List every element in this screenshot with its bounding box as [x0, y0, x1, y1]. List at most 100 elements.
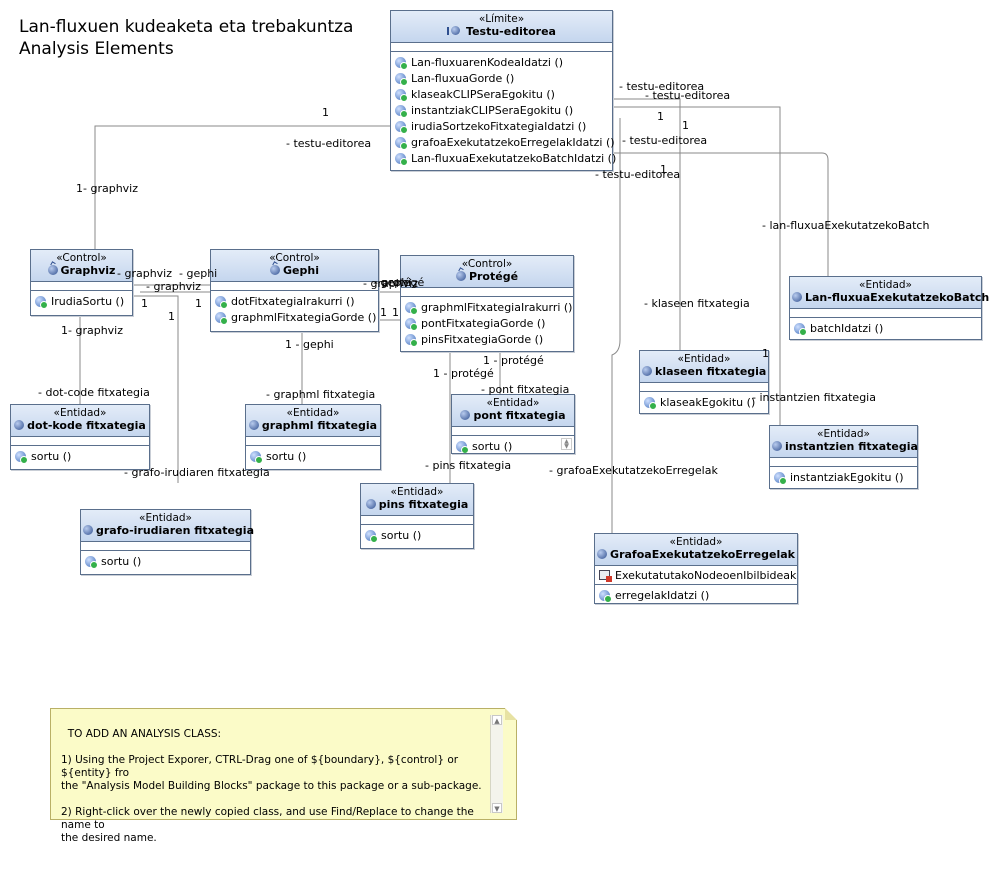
class-header: «Control» Protégé	[401, 256, 573, 288]
class-name: Protégé	[403, 270, 571, 284]
role-label: - grafo-irudiaren fitxategia	[124, 466, 270, 479]
operation[interactable]: sortu ()	[365, 527, 469, 543]
multiplicity-label: 1	[660, 163, 667, 176]
class-name: graphml fitxategia	[248, 419, 378, 433]
role-label: 1 - protégé	[483, 354, 544, 367]
operation-icon	[405, 333, 418, 347]
operation[interactable]: IrudiaSortu ()	[35, 293, 128, 309]
scroll-down-icon[interactable]: ▼	[492, 803, 502, 813]
class-stereotype: «Entidad»	[390, 486, 444, 498]
class-instantzien-fitxategia[interactable]: «Entidad» instantzien fitxategia instant…	[769, 425, 918, 489]
operations-compartment: sortu ()	[361, 525, 473, 544]
class-batch[interactable]: «Entidad» Lan-fluxuaExekutatzekoBatch ba…	[789, 276, 989, 340]
class-stereotype: «Entidad»	[286, 407, 340, 419]
class-stereotype: «Entidad»	[859, 279, 912, 291]
class-stereotype: «Límite»	[478, 13, 525, 25]
class-klaseen-fitxategia[interactable]: «Entidad» klaseen fitxategia klaseakEgok…	[639, 350, 769, 414]
class-header: «Entidad» graphml fitxategia	[246, 405, 380, 437]
control-icon	[455, 271, 466, 281]
operation[interactable]: sortu ()	[85, 553, 246, 569]
operation[interactable]: dotFitxategiaIrakurri ()	[215, 293, 374, 309]
class-dot-kode-fitxategia[interactable]: «Entidad» dot-kode fitxategia sortu ()	[10, 404, 150, 470]
class-header: «Control» Gephi	[211, 250, 378, 282]
attributes-compartment	[31, 282, 132, 291]
role-label: - graphviz	[363, 277, 419, 290]
operation[interactable]: klaseakCLIPSeraEgokitu ()	[395, 86, 608, 102]
attributes-compartment	[401, 288, 573, 297]
operations-compartment: sortu ()	[11, 446, 149, 465]
operations-compartment: sortu ()	[246, 446, 380, 465]
operation-icon	[395, 104, 408, 118]
class-grafoa-exekutatzeko-erregelak[interactable]: «Entidad» GrafoaExekutatzekoErregelak Ex…	[594, 533, 798, 604]
operation[interactable]: batchIdatzi ()	[794, 320, 977, 336]
role-label: - instantzien fitxategia	[752, 391, 876, 404]
class-gephi[interactable]: «Control» Gephi dotFitxategiaIrakurri ()…	[210, 249, 379, 332]
multiplicity-label: 1	[168, 310, 175, 323]
operation[interactable]: erregelakIdatzi ()	[599, 587, 793, 603]
class-name: dot-kode fitxategia	[13, 419, 147, 433]
operation[interactable]: Lan-fluxuaExekutatzekoBatchIdatzi ()	[395, 150, 616, 166]
operation[interactable]: graphmlFitxategiaGorde ()	[215, 309, 376, 325]
scroll-arrows-icon[interactable]: ▲▼	[561, 438, 572, 450]
class-stereotype: «Entidad»	[139, 512, 192, 524]
operation-icon	[395, 88, 408, 102]
note-corner-fold	[505, 708, 517, 720]
operation[interactable]: instantziakCLIPSeraEgokitu ()	[395, 102, 608, 118]
class-protege[interactable]: «Control» Protégé graphmlFitxategiaIraku…	[400, 255, 574, 352]
operation[interactable]: sortu ()	[456, 438, 570, 453]
class-pins-fitxategia[interactable]: «Entidad» pins fitxategia sortu ()	[360, 483, 474, 549]
operation-icon	[395, 152, 408, 166]
class-stereotype: «Entidad»	[677, 353, 731, 365]
attributes-compartment	[361, 516, 473, 525]
class-name: Testu-editorea	[393, 25, 610, 39]
entity-icon	[83, 525, 93, 535]
class-name: GrafoaExekutatzekoErregelak	[597, 548, 795, 562]
operations-compartment: instantziakEgokitu ()	[770, 467, 917, 486]
operation[interactable]: grafoaExekutatzekoErregelakIdatzi ()	[395, 134, 615, 150]
note-text: TO ADD AN ANALYSIS CLASS: 1) Using the P…	[61, 728, 482, 844]
operations-compartment: dotFitxategiaIrakurri () graphmlFitxateg…	[211, 291, 378, 326]
role-label: - graphviz	[146, 280, 202, 293]
multiplicity-label: 1	[141, 297, 148, 310]
role-label: - grafoaExekutatzekoErregelak	[549, 464, 718, 477]
attributes-compartment	[770, 458, 917, 467]
operation[interactable]: irudiaSortzekoFitxategiaIdatzi ()	[395, 118, 608, 134]
multiplicity-label: 1	[682, 119, 689, 132]
class-graphviz[interactable]: «Control» Graphviz IrudiaSortu ()	[30, 249, 133, 316]
class-name: grafo-irudiaren fitxategia	[83, 524, 254, 538]
control-icon	[47, 265, 58, 275]
operation[interactable]: sortu ()	[250, 448, 376, 464]
operation[interactable]: Lan-fluxuarenKodeaIdatzi ()	[395, 54, 608, 70]
operation-icon	[794, 322, 807, 336]
class-header: «Entidad» dot-kode fitxategia	[11, 405, 149, 437]
role-label: - testu-editorea	[595, 168, 681, 181]
class-testu-editorea[interactable]: «Límite» Testu-editorea Lan-fluxuarenKod…	[390, 10, 616, 171]
attribute[interactable]: ExekutatutakoNodeoenIbilbideak	[599, 567, 796, 583]
class-name: Gephi	[213, 264, 376, 278]
attributes-compartment	[246, 437, 380, 446]
operation[interactable]: pinsFitxategiaGorde ()	[405, 331, 569, 347]
operation-icon	[405, 317, 418, 331]
class-graphml-fitxategia[interactable]: «Entidad» graphml fitxategia sortu ()	[245, 404, 381, 470]
operation-icon	[644, 396, 657, 410]
entity-icon	[792, 292, 802, 302]
operation-icon	[15, 450, 28, 464]
operation[interactable]: sortu ()	[15, 448, 145, 464]
scroll-up-icon[interactable]: ▲	[492, 715, 502, 725]
multiplicity-label: 1	[322, 106, 329, 119]
operation[interactable]: graphmlFitxategiaIrakurri ()	[405, 299, 572, 315]
class-header: «Entidad» instantzien fitxategia	[770, 426, 918, 458]
operation[interactable]: pontFitxategiaGorde ()	[405, 315, 569, 331]
operation[interactable]: instantziakEgokitu ()	[774, 469, 913, 485]
multiplicity-label: 1	[392, 306, 399, 319]
attribute-icon	[599, 570, 612, 582]
operation[interactable]: klaseakEgokitu ()	[644, 394, 764, 410]
class-stereotype: «Entidad»	[817, 428, 870, 440]
note-scrollbar[interactable]: ▲ ▼	[490, 715, 503, 813]
operation[interactable]: Lan-fluxuaGorde ()	[395, 70, 608, 86]
class-grafo-irudiaren-fitxategia[interactable]: «Entidad» grafo-irudiaren fitxategia sor…	[80, 509, 254, 575]
class-pont-fitxategia[interactable]: «Entidad» pont fitxategia sortu () ▲▼	[451, 394, 575, 454]
operation-icon	[215, 311, 228, 325]
operation-icon	[405, 301, 418, 315]
multiplicity-label: 1	[380, 306, 387, 319]
